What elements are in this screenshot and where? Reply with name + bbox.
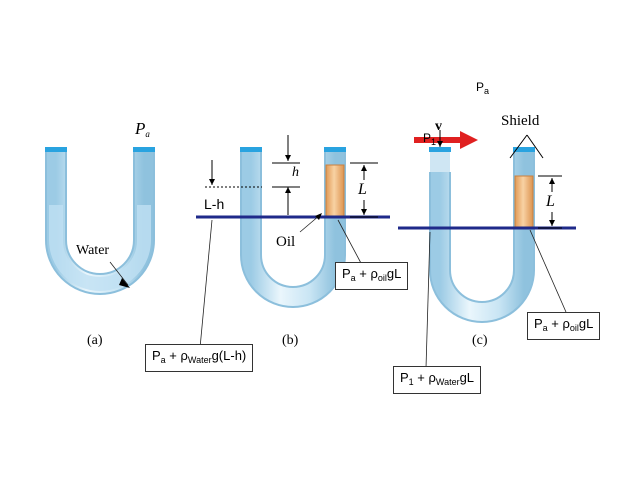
tube-a-left-cap xyxy=(45,147,67,152)
tube-c xyxy=(429,147,535,323)
figure-b-caption: (b) xyxy=(282,333,299,348)
oil-pressure-box-c: Pa + ρoilgL xyxy=(527,312,601,340)
pa-a-label: Pa xyxy=(135,119,150,139)
shield-marks xyxy=(509,134,544,159)
tube-c-right-cap xyxy=(513,147,535,152)
leader-lines xyxy=(109,214,567,369)
velocity-label: v xyxy=(435,119,442,134)
dimension-L-c xyxy=(538,175,562,229)
figure-c-caption: (c) xyxy=(472,333,488,348)
water-arrow-head xyxy=(119,278,130,288)
L-label-b: L xyxy=(358,181,367,198)
velocity-arrow xyxy=(414,130,478,149)
oil-column-b xyxy=(325,164,345,218)
L-label-c: L xyxy=(546,193,555,210)
shield-label: Shield xyxy=(501,113,540,129)
dimension-h xyxy=(205,135,300,215)
pa-top-label: Pa xyxy=(476,80,490,96)
tube-c-left-cap xyxy=(429,147,451,152)
oil-label: Oil xyxy=(276,234,296,250)
oil-pressure-box-b: Pa + ρoilgL xyxy=(335,262,409,290)
water-pressure-box-b: Pa + ρWaterg(L-h) xyxy=(145,344,254,372)
h-label: h xyxy=(292,165,299,180)
tube-a-right-cap xyxy=(133,147,155,152)
water-pressure-box-c: P1 + ρWatergL xyxy=(393,366,482,394)
tube-a xyxy=(45,147,155,295)
tube-b-right-cap xyxy=(324,147,346,152)
p1-label: P1 xyxy=(423,131,437,147)
oil-arrow-head xyxy=(315,213,322,220)
oil-column-c xyxy=(514,175,534,229)
figure-a-caption: (a) xyxy=(87,333,103,348)
l-minus-h-label: L-h xyxy=(204,196,225,212)
dimension-L-b xyxy=(350,162,378,218)
tube-b-left-cap xyxy=(240,147,262,152)
water-label: Water xyxy=(76,243,110,258)
tube-b xyxy=(240,147,346,308)
